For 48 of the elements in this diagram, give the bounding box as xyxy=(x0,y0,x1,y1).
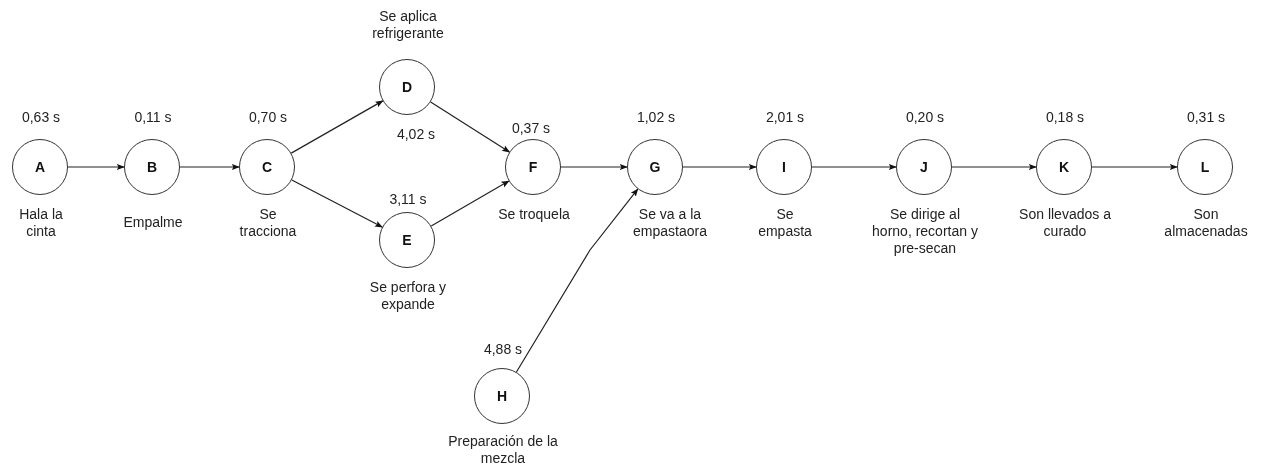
node-label: D xyxy=(401,79,413,95)
arrow xyxy=(430,180,510,227)
node-annotation: Son almacenadas xyxy=(1163,206,1249,240)
node-annotation: Se troquela xyxy=(497,206,571,223)
arrow xyxy=(179,163,240,171)
node-annotation: 4,02 s xyxy=(395,126,437,143)
node-label: L xyxy=(1200,159,1210,175)
arrow xyxy=(290,100,384,154)
node-label: J xyxy=(920,159,928,175)
node-annotation: 0,31 s xyxy=(1185,109,1227,126)
node-annotation: 0,20 s xyxy=(904,109,946,126)
node-label: A xyxy=(34,159,46,175)
node-annotation: Se perfora y expande xyxy=(369,279,447,313)
node-label: G xyxy=(649,159,661,175)
arrow xyxy=(291,179,383,228)
node-label: F xyxy=(528,159,538,175)
node-annotation: 3,11 s xyxy=(388,191,428,208)
node-annotation: 0,37 s xyxy=(510,120,552,137)
arrow xyxy=(67,163,125,171)
node-annotation: 2,01 s xyxy=(764,109,806,126)
arrow xyxy=(515,188,639,373)
node-annotation: 0,11 s xyxy=(133,109,173,126)
node-annotation: 0,18 s xyxy=(1044,109,1086,126)
node-label: H xyxy=(496,388,508,404)
node-annotation: Son llevados a curado xyxy=(1018,206,1112,240)
node-label: E xyxy=(402,232,412,248)
node-label: K xyxy=(1058,159,1070,175)
node-label: I xyxy=(782,159,786,175)
node-label: B xyxy=(146,159,158,175)
node-annotation: 1,02 s xyxy=(635,109,677,126)
node-annotation: Hala la cinta xyxy=(18,206,64,240)
arrow xyxy=(682,163,757,171)
node-annotation: 0,63 s xyxy=(20,109,62,126)
node-annotation: Preparación de la mezcla xyxy=(447,433,559,467)
node-annotation: Se va a la empastaora xyxy=(632,206,708,240)
arrow xyxy=(560,163,628,171)
node-annotation: Se empasta xyxy=(757,206,813,240)
node-label: C xyxy=(261,159,273,175)
arrow xyxy=(811,163,897,171)
node-annotation: Se aplica refrigerante xyxy=(371,8,445,42)
arrow xyxy=(951,163,1037,171)
node-annotation: Se dirige al horno, recortan y pre-secan xyxy=(871,206,979,257)
arrow xyxy=(430,101,511,153)
arrow xyxy=(1091,163,1178,171)
node-annotation: Se tracciona xyxy=(238,206,298,240)
node-annotation: Empalme xyxy=(122,214,184,231)
node-annotation: 0,70 s xyxy=(247,109,289,126)
node-annotation: 4,88 s xyxy=(482,341,524,358)
